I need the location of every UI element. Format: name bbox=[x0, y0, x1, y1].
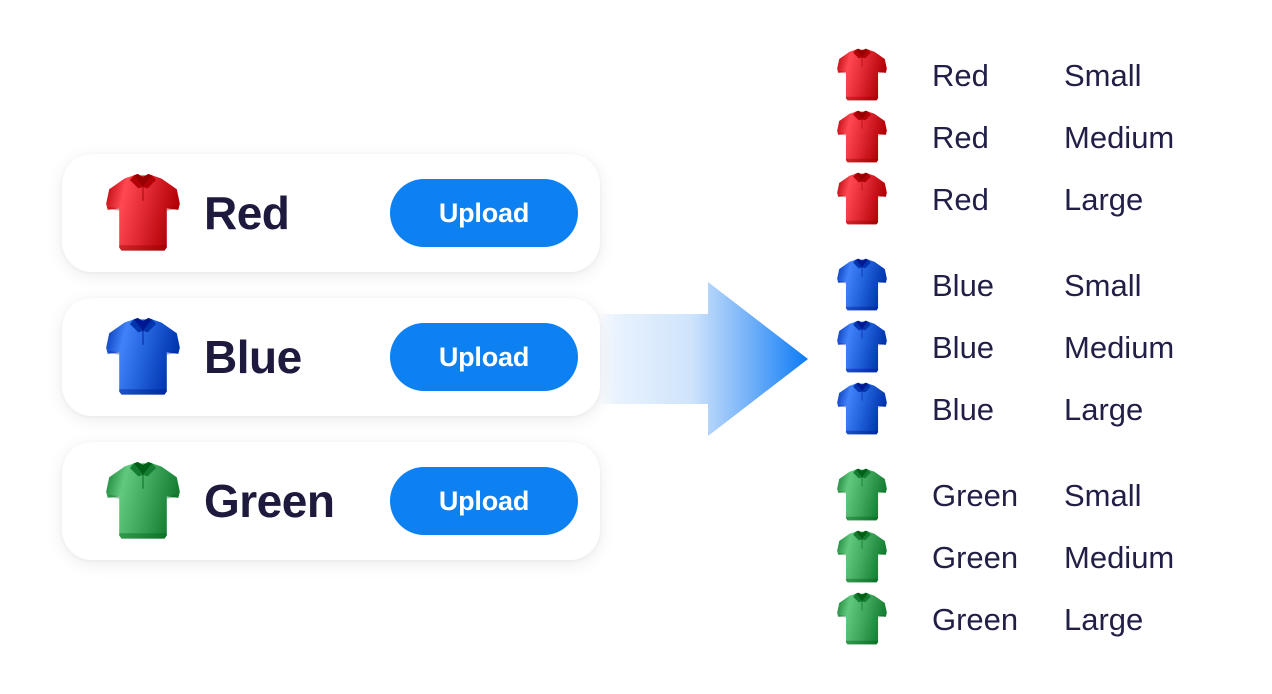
variant-size-label: Small bbox=[1064, 57, 1142, 93]
card-color-label: Green bbox=[204, 475, 335, 527]
variant-size-label: Small bbox=[1064, 267, 1142, 303]
polo-shirt-icon bbox=[104, 314, 182, 400]
polo-shirt-icon bbox=[104, 458, 182, 544]
variant-color-label: Red bbox=[932, 181, 989, 217]
variant-color-label: Red bbox=[932, 119, 989, 155]
variant-size-label: Large bbox=[1064, 181, 1144, 217]
upload-card-blue: Blue Upload bbox=[62, 298, 600, 416]
polo-shirt-icon bbox=[836, 466, 888, 524]
variant-size-label: Small bbox=[1064, 477, 1142, 513]
upload-card-red: Red Upload bbox=[62, 154, 600, 272]
variant-color-label: Blue bbox=[932, 267, 995, 303]
variant-color-label: Red bbox=[932, 57, 989, 93]
variant-row: Green Medium bbox=[836, 526, 1236, 588]
polo-shirt-icon bbox=[836, 380, 888, 438]
upload-card-green: Green Upload bbox=[62, 442, 600, 560]
polo-shirt-icon bbox=[836, 256, 888, 314]
variant-row: Green Large bbox=[836, 588, 1236, 650]
variant-color-label: Blue bbox=[932, 329, 995, 365]
polo-shirt-icon bbox=[836, 46, 888, 104]
polo-shirt-icon bbox=[836, 528, 888, 586]
variant-size-label: Large bbox=[1064, 391, 1144, 427]
variant-size-label: Medium bbox=[1064, 119, 1175, 155]
upload-button-blue[interactable]: Upload bbox=[390, 323, 578, 391]
variant-size-label: Medium bbox=[1064, 539, 1175, 575]
variant-row: Red Large bbox=[836, 168, 1236, 230]
variant-row: Red Medium bbox=[836, 106, 1236, 168]
polo-shirt-icon bbox=[836, 590, 888, 648]
polo-shirt-icon bbox=[104, 170, 182, 256]
upload-button-red[interactable]: Upload bbox=[390, 179, 578, 247]
polo-shirt-icon bbox=[836, 108, 888, 166]
polo-shirt-icon bbox=[836, 318, 888, 376]
variant-row: Blue Small bbox=[836, 254, 1236, 316]
variant-row: Blue Medium bbox=[836, 316, 1236, 378]
variant-color-label: Green bbox=[932, 601, 1019, 637]
variant-color-label: Green bbox=[932, 539, 1019, 575]
card-color-label: Red bbox=[204, 187, 290, 239]
variant-color-label: Green bbox=[932, 477, 1019, 513]
variant-color-label: Blue bbox=[932, 391, 995, 427]
upload-button-green[interactable]: Upload bbox=[390, 467, 578, 535]
polo-shirt-icon bbox=[836, 170, 888, 228]
variant-row: Blue Large bbox=[836, 378, 1236, 440]
variant-row: Red Small bbox=[836, 44, 1236, 106]
variant-row: Green Small bbox=[836, 464, 1236, 526]
right-arrow-icon bbox=[596, 278, 812, 440]
card-color-label: Blue bbox=[204, 331, 302, 383]
variant-size-label: Large bbox=[1064, 601, 1144, 637]
variant-size-label: Medium bbox=[1064, 329, 1175, 365]
